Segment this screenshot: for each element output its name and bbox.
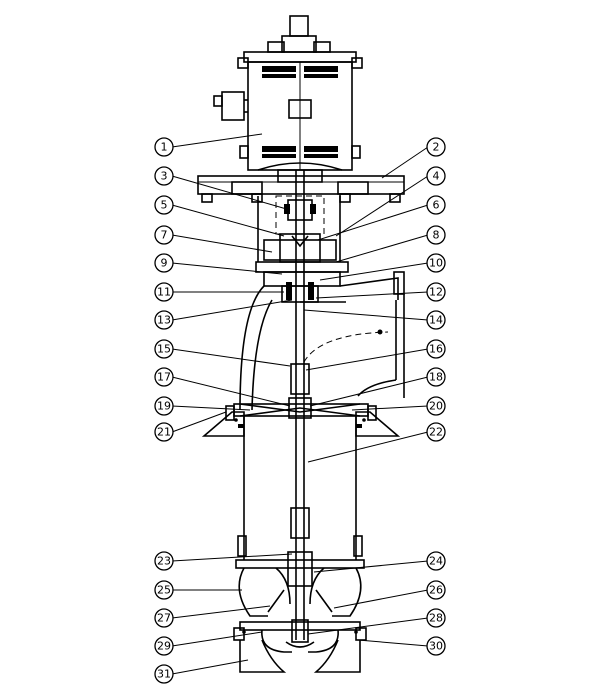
callout-14: 14 <box>426 310 446 330</box>
callout-label: 10 <box>429 257 443 270</box>
callout-1: 1 <box>154 137 174 157</box>
callout-label: 7 <box>161 229 168 242</box>
callout-17: 17 <box>154 367 174 387</box>
callout-16: 16 <box>426 339 446 359</box>
callout-label: 18 <box>429 371 443 384</box>
callout-10: 10 <box>426 253 446 273</box>
callout-label: 26 <box>429 584 443 597</box>
callout-label: 3 <box>161 170 168 183</box>
callouts-right: 2 4 6 8 10 12 14 16 18 20 22 24 26 28 30 <box>426 137 446 656</box>
callout-label: 28 <box>429 612 443 625</box>
callout-label: 6 <box>433 199 440 212</box>
callout-7: 7 <box>154 225 174 245</box>
callout-label: 29 <box>157 640 171 653</box>
pump-shaft <box>288 170 312 640</box>
callout-2: 2 <box>426 137 446 157</box>
callout-28: 28 <box>426 608 446 628</box>
callout-label: 30 <box>429 640 443 653</box>
callout-12: 12 <box>426 282 446 302</box>
callout-31: 31 <box>154 664 174 684</box>
callout-label: 31 <box>157 668 171 681</box>
callout-27: 27 <box>154 608 174 628</box>
callout-label: 27 <box>157 612 171 625</box>
callout-label: 22 <box>429 426 443 439</box>
callout-label: 19 <box>157 400 171 413</box>
callout-label: 5 <box>161 199 168 212</box>
callout-label: 20 <box>429 400 443 413</box>
callout-label: 1 <box>161 141 168 154</box>
callout-6: 6 <box>426 195 446 215</box>
callout-21: 21 <box>154 422 174 442</box>
callout-label: 9 <box>161 257 168 270</box>
callout-label: 4 <box>433 170 440 183</box>
callout-label: 14 <box>429 314 443 327</box>
callout-label: 2 <box>433 141 440 154</box>
callout-24: 24 <box>426 551 446 571</box>
callout-11: 11 <box>154 282 174 302</box>
callout-26: 26 <box>426 580 446 600</box>
middle-flange <box>201 403 401 437</box>
motor-base-plate <box>197 169 405 203</box>
leader-lines <box>171 133 429 675</box>
callout-5: 5 <box>154 195 174 215</box>
callout-label: 13 <box>157 314 171 327</box>
discharge-head <box>239 261 405 411</box>
callout-label: 15 <box>157 343 171 356</box>
callout-label: 24 <box>429 555 443 568</box>
callout-label: 16 <box>429 343 443 356</box>
callout-18: 18 <box>426 367 446 387</box>
callout-20: 20 <box>426 396 446 416</box>
callout-label: 8 <box>433 229 440 242</box>
column-pipe <box>237 416 363 560</box>
pump-bowl <box>233 551 367 673</box>
callout-label: 12 <box>429 286 443 299</box>
callout-22: 22 <box>426 422 446 442</box>
callout-label: 17 <box>157 371 171 384</box>
callout-4: 4 <box>426 166 446 186</box>
callout-8: 8 <box>426 225 446 245</box>
callout-30: 30 <box>426 636 446 656</box>
callout-3: 3 <box>154 166 174 186</box>
callout-label: 11 <box>157 286 171 299</box>
callout-label: 23 <box>157 555 171 568</box>
callout-19: 19 <box>154 396 174 416</box>
callout-23: 23 <box>154 551 174 571</box>
callout-29: 29 <box>154 636 174 656</box>
callout-label: 25 <box>157 584 171 597</box>
callout-25: 25 <box>154 580 174 600</box>
callout-13: 13 <box>154 310 174 330</box>
callout-label: 21 <box>157 426 171 439</box>
callouts-left: 1 3 5 7 9 11 13 15 17 19 21 23 25 27 29 … <box>154 137 174 684</box>
motor <box>213 15 363 171</box>
callout-9: 9 <box>154 253 174 273</box>
callout-15: 15 <box>154 339 174 359</box>
